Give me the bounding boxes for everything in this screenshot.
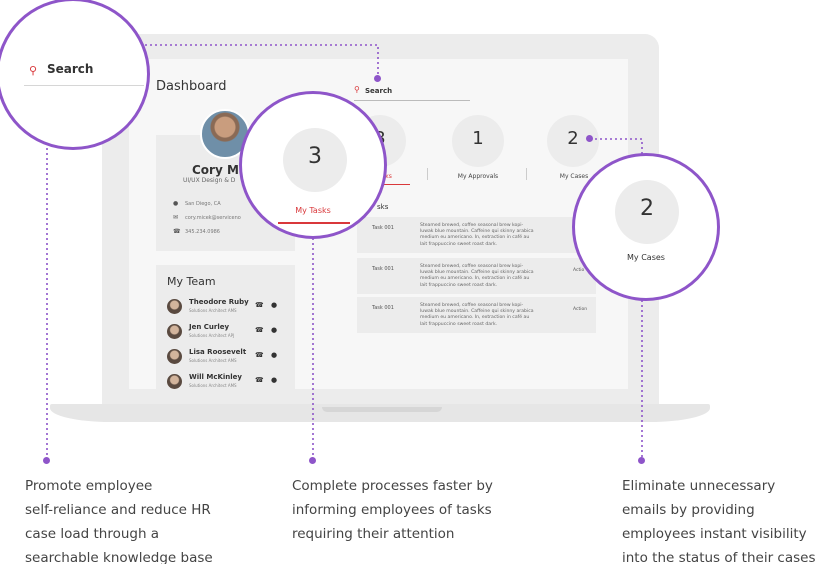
profile-name: Cory Mic	[192, 163, 251, 177]
callout-tasks-circle: 3	[283, 128, 347, 192]
avatar	[167, 374, 182, 389]
task-id: Task 001	[372, 305, 394, 311]
table-row[interactable]: Task 001 Steamed brewed, coffee seasonal…	[357, 297, 596, 333]
callout-my-cases: 2 My Cases	[572, 153, 720, 301]
callout-cases-label: My Cases	[627, 253, 665, 262]
laptop-notch	[322, 407, 442, 412]
search-icon: ⚲	[354, 85, 360, 94]
avatar	[167, 324, 182, 339]
member-role: Solutions Architect AMS	[189, 308, 237, 313]
callout-cases-circle: 2	[615, 180, 679, 244]
task-description: Steamed brewed, coffee seasonal brew kop…	[420, 303, 534, 327]
phone-icon[interactable]: ☎	[255, 376, 264, 384]
task-description: Steamed brewed, coffee seasonal brew kop…	[420, 223, 534, 247]
team-member[interactable]: Lisa Roosevelt Solutions Architect AMS ☎…	[167, 348, 292, 366]
team-title: My Team	[167, 275, 216, 288]
connector-cases-top	[590, 138, 643, 155]
member-name: Lisa Roosevelt	[189, 348, 247, 356]
member-name: Theodore Ruby	[189, 298, 249, 306]
profile-email[interactable]: ✉cory.micek@serviceno	[173, 214, 241, 221]
team-member[interactable]: Theodore Ruby Solutions Architect AMS ☎ …	[167, 298, 292, 316]
team-card: My Team Theodore Ruby Solutions Architec…	[156, 265, 295, 389]
laptop-base	[50, 404, 710, 422]
chat-icon[interactable]: ●	[271, 376, 278, 384]
team-member[interactable]: Will McKinley Solutions Architect AMS ☎ …	[167, 373, 292, 389]
task-id: Task 001	[372, 266, 394, 272]
chat-icon[interactable]: ●	[271, 326, 278, 334]
task-description: Steamed brewed, coffee seasonal brew kop…	[420, 264, 534, 288]
caption-cases: Eliminate unnecessary emails by providin…	[622, 478, 816, 564]
task-id: Task 001	[372, 225, 394, 231]
task-action[interactable]: Action	[573, 307, 588, 312]
page-title: Dashboard	[156, 79, 227, 94]
search-underline	[24, 85, 144, 86]
callout-search-label: Search	[47, 62, 94, 76]
tab-my-tasks[interactable]: sks	[382, 173, 392, 180]
caption-tasks: Complete processes faster by informing e…	[292, 478, 493, 542]
chat-icon[interactable]: ●	[271, 301, 278, 309]
member-role: Solutions Architect APJ	[189, 333, 235, 338]
phone-icon[interactable]: ☎	[255, 301, 264, 309]
tasks-heading: sks	[377, 203, 389, 211]
tab-my-cases[interactable]: My Cases	[559, 173, 589, 180]
avatar	[167, 349, 182, 364]
callout-tasks-label: My Tasks	[295, 206, 331, 215]
task-action[interactable]: Actio	[573, 268, 585, 273]
phone-icon[interactable]: ☎	[255, 326, 264, 334]
member-role: Solutions Architect AMS	[189, 358, 237, 363]
search-input[interactable]: ⚲ Search	[354, 82, 470, 101]
phone-icon[interactable]: ☎	[255, 351, 264, 359]
tab-divider	[427, 168, 428, 180]
profile-phone[interactable]: ☎345.234.0986	[173, 228, 220, 235]
active-tab-indicator	[278, 222, 350, 224]
mail-icon: ✉	[173, 214, 179, 221]
connector-dot	[43, 457, 50, 464]
callout-search: ⚲ Search	[0, 0, 150, 150]
location-pin-icon: ●	[173, 200, 179, 207]
tab-my-approvals[interactable]: My Approvals	[457, 173, 499, 180]
search-label: Search	[365, 87, 393, 95]
stat-my-approvals[interactable]: 1	[452, 115, 504, 167]
chat-icon[interactable]: ●	[271, 351, 278, 359]
caption-search: Promote employee self-reliance and reduc…	[25, 478, 213, 564]
avatar	[167, 299, 182, 314]
connector-search-top	[145, 44, 379, 78]
search-icon: ⚲	[29, 64, 38, 77]
member-name: Jen Curley	[189, 323, 230, 331]
connector-dot	[309, 457, 316, 464]
profile-role: UI/UX Design & D	[183, 177, 236, 184]
profile-location: ●San Diego, CA	[173, 200, 221, 207]
phone-icon: ☎	[173, 228, 181, 235]
team-member[interactable]: Jen Curley Solutions Architect APJ ☎ ●	[167, 323, 292, 341]
table-row[interactable]: Task 001 Steamed brewed, coffee seasonal…	[357, 217, 596, 253]
member-role: Solutions Architect AMS	[189, 383, 237, 388]
table-row[interactable]: Task 001 Steamed brewed, coffee seasonal…	[357, 258, 596, 294]
tab-divider	[526, 168, 527, 180]
active-tab-indicator	[364, 184, 410, 185]
member-name: Will McKinley	[189, 373, 242, 381]
connector-dot	[638, 457, 645, 464]
connector-dot	[374, 75, 381, 82]
callout-my-tasks: 3 My Tasks	[239, 91, 387, 239]
connector-dot	[586, 135, 593, 142]
dashboard-screen: Dashboard Cory Mic UI/UX Design & D ●San…	[129, 59, 628, 389]
